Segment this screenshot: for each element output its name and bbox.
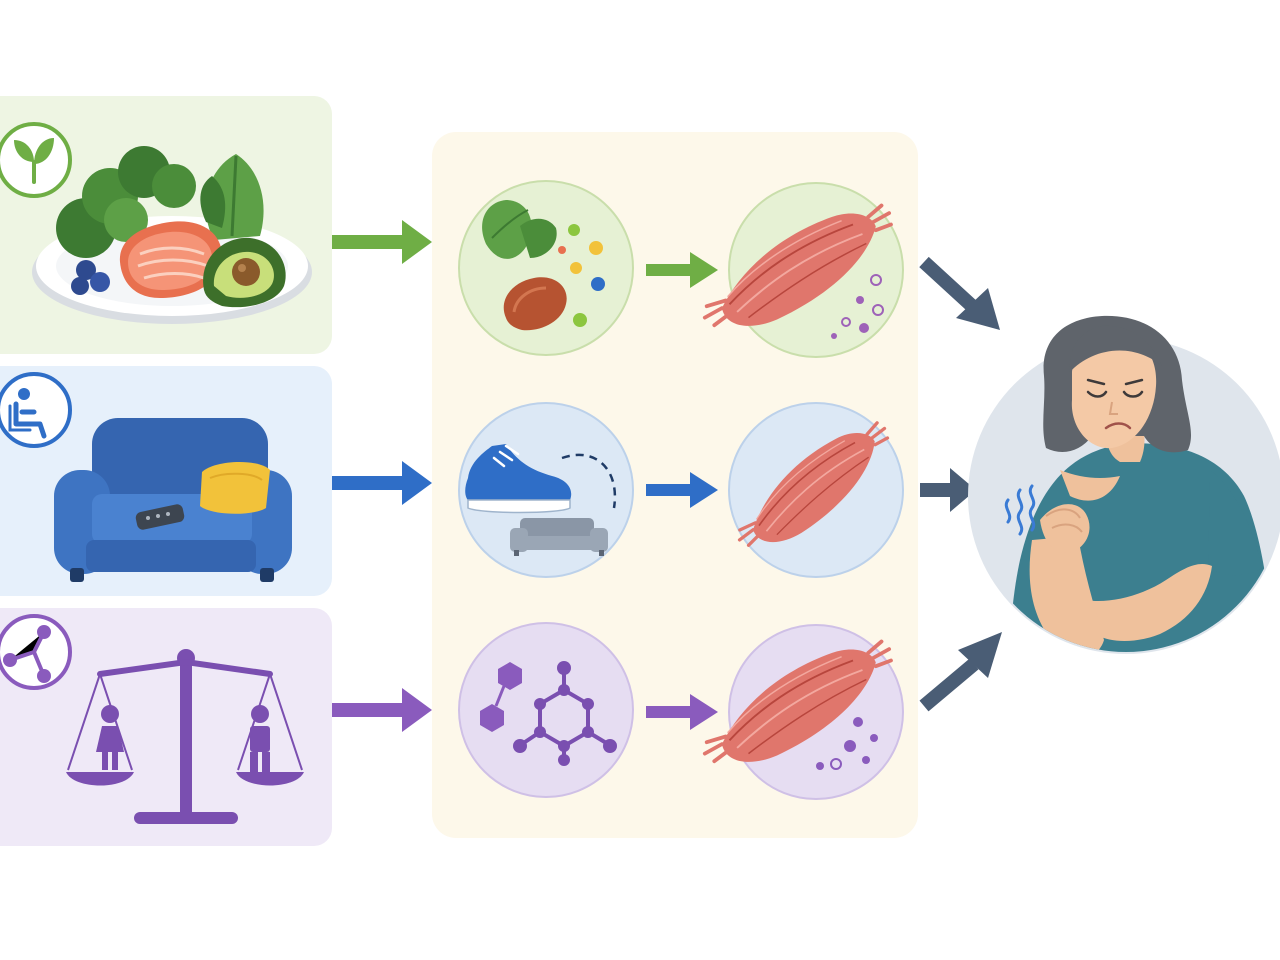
arrow-nutrition-to-mechanism [332, 220, 432, 264]
seated-person-icon [0, 372, 72, 448]
arrow-row3-to-outcome [919, 632, 1002, 712]
pain-lines-icon [1004, 484, 1036, 536]
factor-panel-activity [0, 366, 332, 596]
factor-panel-nutrition [0, 96, 332, 354]
factor-panel-hormone [0, 608, 332, 846]
woman-holding-arm-in-pain [968, 315, 1280, 654]
male-figure-icon [250, 705, 270, 772]
arrow-hormone-to-muscle [646, 694, 718, 730]
nutrients-icon [458, 180, 634, 356]
shoe-to-sofa-icon [458, 402, 634, 578]
woman-head [1043, 315, 1192, 453]
molecule-network-icon [0, 614, 72, 690]
arrow-activity-to-muscle [646, 472, 718, 508]
sprout-icon [0, 122, 72, 198]
muscle-fibers-with-particles-icon [702, 182, 904, 358]
gender-balance-scale-illustration [66, 649, 304, 824]
muscle-icon [724, 402, 904, 578]
arrow-activity-to-mechanism [332, 461, 432, 505]
healthy-food-plate-illustration [32, 146, 312, 324]
female-figure-icon [96, 705, 124, 770]
molecule-structure-icon [458, 622, 634, 798]
arrow-hormone-to-mechanism [332, 688, 432, 732]
arrow-nutrients-to-muscle [646, 252, 718, 288]
sofa-with-remote-illustration [54, 418, 292, 582]
muscle-fibers-with-particles-icon [702, 624, 904, 800]
arrow-row2-to-outcome [920, 468, 976, 512]
small-sofa-icon [510, 518, 608, 556]
arrow-row1-to-outcome [919, 256, 1000, 330]
